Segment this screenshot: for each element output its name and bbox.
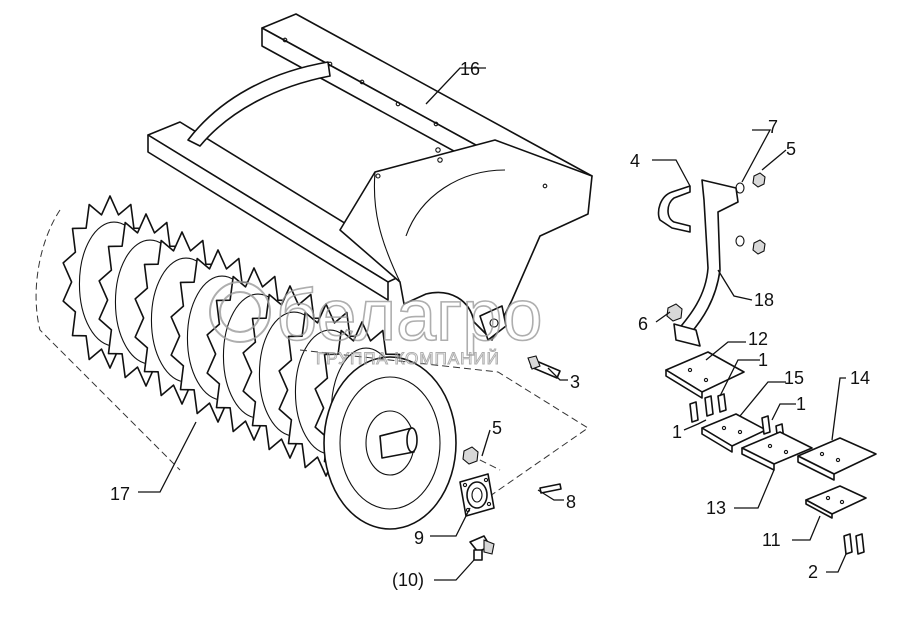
leader-lines — [138, 67, 847, 581]
callout-6: 6 — [638, 314, 648, 334]
callout-12: 12 — [748, 329, 768, 349]
callout-4: 4 — [630, 151, 640, 171]
callout-14: 14 — [850, 368, 870, 388]
callout-7: 7 — [768, 117, 778, 137]
bearing-group — [299, 349, 589, 561]
callout-13: 13 — [706, 498, 726, 518]
watermark-brand: белагро — [276, 276, 542, 356]
bolts-1-left — [689, 393, 727, 423]
callout-11: 11 — [762, 530, 781, 550]
washer-7 — [735, 182, 745, 194]
frame-assembly — [147, 13, 593, 341]
nut-5 — [462, 446, 479, 465]
callout-5-top: 5 — [786, 139, 796, 159]
plate-11 — [805, 485, 867, 515]
callout-16: 16 — [460, 59, 480, 79]
nut-6 — [666, 303, 683, 322]
bracket-arm-18 — [675, 179, 739, 335]
bolts-2 — [843, 533, 865, 555]
callout-3: 3 — [570, 372, 580, 392]
callout-8: 8 — [566, 492, 576, 512]
roller-star-rings — [62, 195, 410, 495]
nut-5-top — [752, 172, 766, 188]
callout-10: (10) — [392, 570, 424, 590]
flange-bearing-9 — [459, 473, 495, 517]
watermark: белагро ГРУППА КОМПАНИЙ — [209, 275, 543, 369]
callout-1-upper: 1 — [758, 350, 768, 370]
packer-roller — [35, 195, 457, 530]
callout-15: 15 — [784, 368, 804, 388]
callout-18: 18 — [754, 290, 774, 310]
scraper-plates-group — [665, 351, 877, 555]
callout-1-right: 1 — [796, 394, 806, 414]
callout-17: 17 — [110, 484, 130, 504]
callouts: 16 17 3 5 8 9 (10) 4 7 5 6 18 12 1 1 15 … — [110, 59, 870, 590]
callout-1-left: 1 — [672, 422, 682, 442]
grease-fitting-10 — [469, 535, 495, 561]
scraper-bracket-group — [657, 172, 766, 347]
u-bolt-4 — [657, 185, 691, 233]
watermark-subtitle: ГРУППА КОМПАНИЙ — [316, 349, 500, 368]
pin-8 — [539, 483, 562, 494]
callout-5-bottom: 5 — [492, 418, 502, 438]
callout-9: 9 — [414, 528, 424, 548]
callout-2: 2 — [808, 562, 818, 582]
